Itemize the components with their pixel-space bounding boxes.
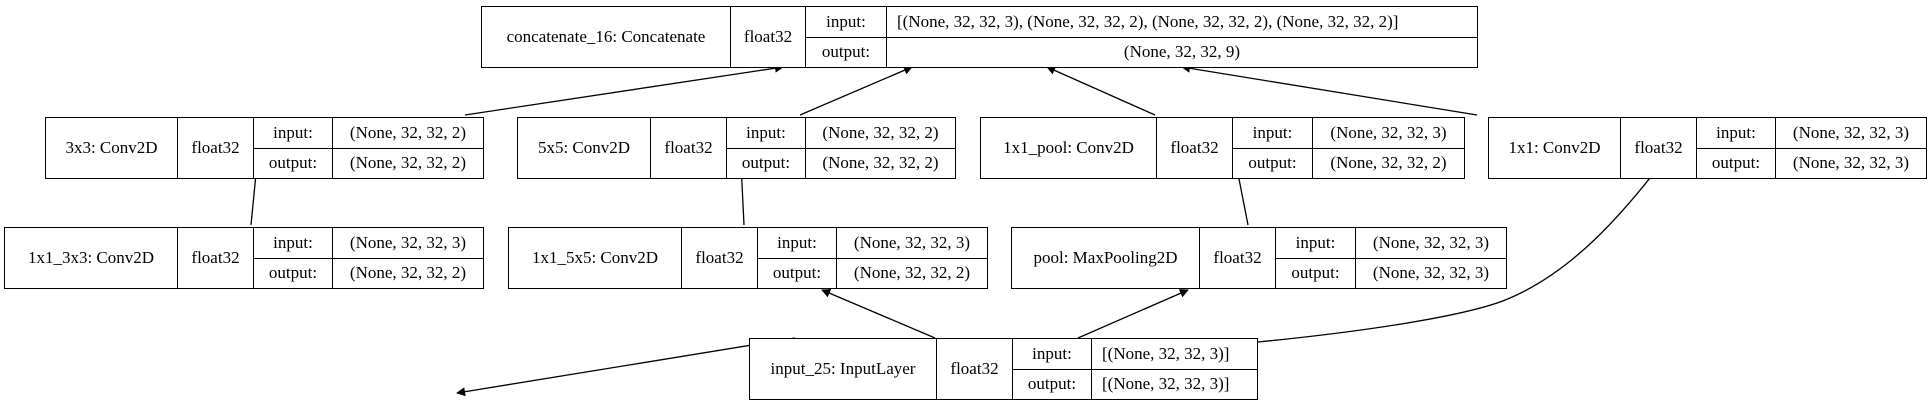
node-maxpool-output-shape: (None, 32, 32, 3) [1355,258,1506,288]
node-conv-1x1-pool: 1x1_pool: Conv2D float32 input: (None, 3… [980,117,1465,179]
node-conv-1x1-3x3-input-shape: (None, 32, 32, 3) [332,228,483,258]
node-conv-1x1-3x3-io: input: (None, 32, 32, 3) output: (None, … [253,228,483,288]
node-input-layer-output-shape: [(None, 32, 32, 3)] [1091,369,1257,399]
node-conv-1x1-5x5-io: input: (None, 32, 32, 3) output: (None, … [757,228,987,288]
node-conv-1x1-5x5: 1x1_5x5: Conv2D float32 input: (None, 32… [508,227,988,289]
node-conv-1x1: 1x1: Conv2D float32 input: (None, 32, 32… [1488,117,1927,179]
input-label: input: [273,122,313,142]
node-conv-5x5-input-shape: (None, 32, 32, 2) [805,118,955,148]
node-conv-1x1-output-shape: (None, 32, 32, 3) [1775,148,1926,178]
edge-conv1x1pool-to-concat [1046,66,1156,116]
input-label: input: [1295,232,1336,252]
input-label: input: [1716,122,1756,142]
node-conv-3x3-dtype: float32 [177,118,253,178]
input-label: input: [273,232,313,252]
node-conv-3x3: 3x3: Conv2D float32 input: (None, 32, 32… [45,117,484,179]
input-label: input: [826,11,866,31]
node-conv-1x1-3x3-output-shape: (None, 32, 32, 2) [332,258,483,288]
node-input-layer-dtype: float32 [936,339,1012,399]
node-concatenate-dtype: float32 [730,7,805,67]
node-input-layer: input_25: InputLayer float32 input: [(No… [749,338,1258,400]
node-maxpool-dtype: float32 [1199,228,1275,288]
node-conv-5x5-io: input: (None, 32, 32, 2) output: (None, … [726,118,955,178]
node-input-layer-name: input_25: InputLayer [770,359,916,378]
node-input-layer-input-shape: [(None, 32, 32, 3)] [1091,339,1257,369]
output-label: output: [268,153,318,173]
node-conv-1x1-pool-dtype: float32 [1156,118,1232,178]
node-conv-1x1-pool-name: 1x1_pool: Conv2D [1003,138,1134,157]
node-concatenate-output-shape: (None, 32, 32, 9) [886,37,1477,67]
edge-conv3x3-to-concat [464,63,784,116]
output-label: output: [1248,153,1297,173]
node-conv-3x3-output-shape: (None, 32, 32, 2) [332,148,483,178]
node-conv-1x1-5x5-input-shape: (None, 32, 32, 3) [836,228,987,258]
input-label: input: [1252,122,1293,142]
node-conv-3x3-name: 3x3: Conv2D [65,138,158,157]
node-conv-5x5-dtype: float32 [650,118,726,178]
edge-conv1x1-to-concat [1181,63,1478,116]
node-conv-1x1-name: 1x1: Conv2D [1508,138,1601,157]
input-label: input: [746,122,786,142]
node-conv-1x1-5x5-name: 1x1_5x5: Conv2D [531,248,659,267]
output-label: output: [1027,374,1077,394]
edge-input-to-pool [1077,289,1189,339]
node-maxpool-input-shape: (None, 32, 32, 3) [1355,228,1506,258]
node-input-layer-io: input: [(None, 32, 32, 3)] output: [(Non… [1012,339,1257,399]
node-concatenate-io: input: [(None, 32, 32, 3), (None, 32, 32… [805,7,1477,67]
edge-input-to-conv1x1 [1257,143,1677,343]
input-label: input: [777,232,817,252]
node-conv-5x5: 5x5: Conv2D float32 input: (None, 32, 32… [517,117,956,179]
node-conv-1x1-input-shape: (None, 32, 32, 3) [1775,118,1926,148]
node-concatenate-name: concatenate_16: Concatenate [506,27,706,46]
node-conv-1x1-io: input: (None, 32, 32, 3) output: (None, … [1696,118,1926,178]
edge-conv5x5-to-concat [799,66,913,116]
edge-input-to-conv1x1-3x3 [456,337,796,397]
node-maxpool-io: input: (None, 32, 32, 3) output: (None, … [1275,228,1506,288]
node-conv-5x5-output-shape: (None, 32, 32, 2) [805,148,955,178]
node-conv-1x1-3x3-dtype: float32 [177,228,253,288]
node-conv-1x1-pool-io: input: (None, 32, 32, 3) output: (None, … [1232,118,1464,178]
node-conv-3x3-io: input: (None, 32, 32, 2) output: (None, … [253,118,483,178]
node-conv-3x3-input-shape: (None, 32, 32, 2) [332,118,483,148]
node-maxpool-name: pool: MaxPooling2D [1033,248,1178,267]
node-conv-1x1-5x5-dtype: float32 [681,228,757,288]
input-label: input: [1032,343,1072,363]
output-label: output: [821,42,871,62]
node-concatenate-input-shape: [(None, 32, 32, 3), (None, 32, 32, 2), (… [886,7,1477,37]
node-conv-1x1-pool-input-shape: (None, 32, 32, 3) [1312,118,1464,148]
node-concatenate: concatenate_16: Concatenate float32 inpu… [481,6,1478,68]
output-label: output: [268,263,318,283]
node-conv-1x1-pool-output-shape: (None, 32, 32, 2) [1312,148,1464,178]
output-label: output: [1291,263,1340,283]
node-conv-1x1-5x5-output-shape: (None, 32, 32, 2) [836,258,987,288]
node-conv-1x1-3x3-name: 1x1_3x3: Conv2D [27,248,155,267]
output-label: output: [1711,153,1761,173]
edge-input-to-conv1x1-5x5 [821,289,936,339]
output-label: output: [772,263,822,283]
node-maxpool: pool: MaxPooling2D float32 input: (None,… [1011,227,1507,289]
node-conv-1x1-dtype: float32 [1620,118,1696,178]
node-conv-5x5-name: 5x5: Conv2D [537,138,631,157]
node-conv-1x1-3x3: 1x1_3x3: Conv2D float32 input: (None, 32… [4,227,484,289]
output-label: output: [741,153,791,173]
